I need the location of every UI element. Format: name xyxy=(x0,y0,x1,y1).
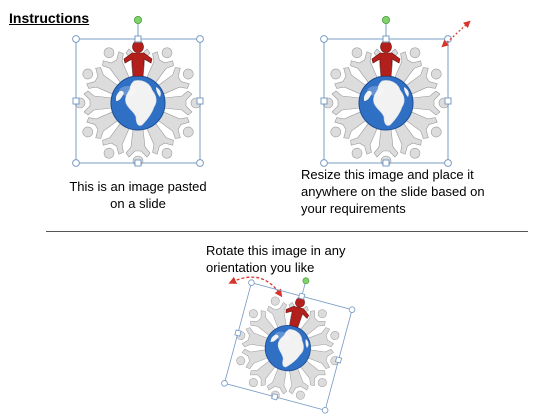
figure xyxy=(82,67,119,95)
corner-resize-handle[interactable] xyxy=(196,35,204,43)
corner-resize-handle[interactable] xyxy=(221,380,228,387)
side-resize-handle[interactable] xyxy=(320,97,328,105)
figure xyxy=(330,67,367,95)
figure xyxy=(102,122,130,159)
side-resize-handle[interactable] xyxy=(271,393,279,401)
caption-rotate-line-2: orientation you like xyxy=(206,260,315,275)
caption-pasted-line-2: on a slide xyxy=(110,196,166,211)
figure xyxy=(405,111,442,139)
corner-resize-handle[interactable] xyxy=(321,406,329,414)
figure xyxy=(299,360,327,388)
figure xyxy=(330,111,367,139)
corner-resize-handle[interactable] xyxy=(348,306,356,313)
selection-frame[interactable] xyxy=(221,266,360,414)
corner-resize-handle[interactable] xyxy=(320,159,328,167)
side-resize-handle[interactable] xyxy=(196,97,204,105)
figure xyxy=(288,367,309,400)
rotation-handle[interactable] xyxy=(382,16,390,25)
figure xyxy=(146,47,174,84)
side-resize-handle[interactable] xyxy=(134,35,142,43)
caption-pasted-line-1: This is an image pasted xyxy=(69,179,207,194)
figure xyxy=(157,111,194,139)
corner-resize-handle[interactable] xyxy=(248,279,255,286)
leader-figure xyxy=(123,41,153,77)
figure xyxy=(157,67,194,95)
side-resize-handle[interactable] xyxy=(72,97,80,105)
figure xyxy=(350,122,378,159)
side-resize-handle[interactable] xyxy=(382,35,390,43)
figure xyxy=(307,327,340,348)
leader-figure xyxy=(371,41,401,77)
figure xyxy=(350,47,378,84)
corner-resize-handle[interactable] xyxy=(320,35,328,43)
corner-resize-handle[interactable] xyxy=(72,35,80,43)
globe-graphic xyxy=(74,39,202,167)
section-divider xyxy=(46,231,528,232)
corner-resize-handle[interactable] xyxy=(196,159,204,167)
rotation-handle[interactable] xyxy=(302,277,310,285)
resize-hint-arrow-icon xyxy=(441,20,471,48)
figure xyxy=(236,348,269,370)
side-resize-handle[interactable] xyxy=(134,159,142,167)
leader-figure xyxy=(285,297,310,328)
caption-pasted: This is an image pasted on a slide xyxy=(58,178,218,212)
globe-image-resize[interactable] xyxy=(314,12,458,174)
caption-rotate-line-1: Rotate this image in any xyxy=(206,243,346,258)
figure xyxy=(102,47,130,84)
figure xyxy=(82,111,119,139)
figure xyxy=(394,122,422,159)
side-resize-handle[interactable] xyxy=(298,292,306,300)
side-resize-handle[interactable] xyxy=(334,356,343,364)
side-resize-handle[interactable] xyxy=(444,97,452,105)
corner-resize-handle[interactable] xyxy=(444,159,452,167)
figure xyxy=(266,296,288,329)
side-resize-handle[interactable] xyxy=(234,329,242,337)
side-resize-handle[interactable] xyxy=(382,159,390,167)
figure xyxy=(394,47,422,84)
rotation-handle[interactable] xyxy=(134,16,142,25)
selection-frame[interactable] xyxy=(72,16,204,167)
globe-image-rotate[interactable] xyxy=(216,266,364,414)
caption-resize: Resize this image and place it anywhere … xyxy=(301,166,485,217)
caption-resize-line-2: anywhere on the slide based on xyxy=(301,184,485,199)
figure xyxy=(299,309,327,336)
caption-resize-line-3: your requirements xyxy=(301,201,406,216)
figure xyxy=(405,67,442,95)
figure xyxy=(74,90,113,116)
figure xyxy=(146,122,174,159)
caption-resize-line-1: Resize this image and place it xyxy=(301,167,474,182)
globe-graphic xyxy=(322,39,450,167)
figure xyxy=(163,90,202,116)
globe-image-pasted[interactable] xyxy=(66,12,210,174)
figure xyxy=(411,90,450,116)
caption-rotate: Rotate this image in any orientation you… xyxy=(206,242,345,276)
figure xyxy=(248,309,276,336)
globe-graphic xyxy=(236,296,340,400)
instructions-title: Instructions xyxy=(9,10,90,26)
figure xyxy=(322,90,361,116)
rotate-hint-arrow-icon xyxy=(228,276,283,298)
figure xyxy=(248,360,276,388)
corner-resize-handle[interactable] xyxy=(72,159,80,167)
